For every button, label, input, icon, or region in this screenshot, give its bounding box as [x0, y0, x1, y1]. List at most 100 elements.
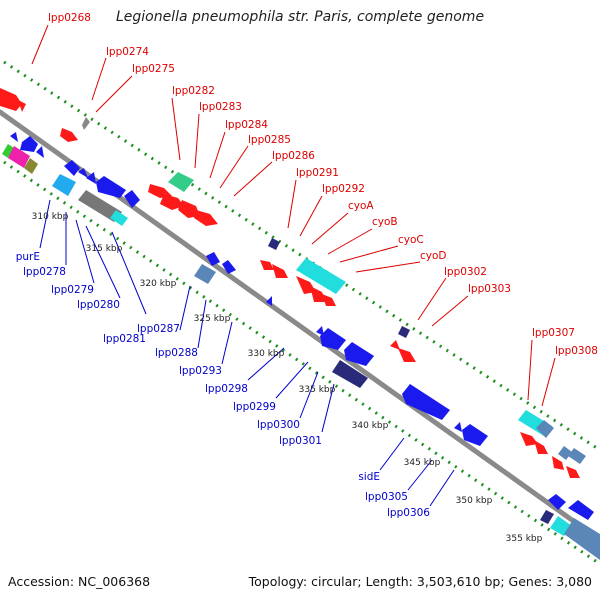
forward-gene-label: lpp0283 [199, 101, 242, 113]
reverse-gene-label: lpp0280 [77, 299, 120, 311]
reverse-gene-label: lpp0278 [23, 266, 66, 278]
gene-arrow [178, 200, 200, 218]
gene-arrow [402, 384, 450, 420]
reverse-gene-label: lpp0301 [279, 435, 322, 447]
reverse-gene-label: lpp0279 [51, 284, 94, 296]
forward-gene-label: lpp0307 [532, 327, 575, 339]
gene-arrow [552, 456, 564, 470]
gene-arrow [568, 500, 594, 520]
top-leader-lines [31, 24, 556, 407]
gene-arrow [266, 296, 272, 306]
gene-block [110, 210, 128, 226]
reverse-gene-label: sidE [358, 471, 380, 483]
forward-gene-label: lpp0291 [296, 167, 339, 179]
gene-block [194, 264, 216, 284]
gene-arrow [322, 294, 336, 306]
gene-block [268, 238, 280, 250]
reverse-gene-label: lpp0298 [205, 383, 248, 395]
gene-arrow [160, 194, 184, 210]
gene-arrow [206, 252, 220, 266]
gene-arrow [78, 168, 88, 178]
gene-arrow [344, 342, 374, 366]
gene-arrow [454, 422, 462, 432]
reverse-gene-label: lpp0305 [365, 491, 408, 503]
forward-gene-label: lpp0286 [272, 150, 315, 162]
gene-block [568, 448, 586, 464]
gene-block [168, 172, 194, 192]
gene-arrow [82, 117, 90, 130]
scale-label: 340 kbp [352, 421, 389, 431]
gene-arrow [124, 190, 140, 208]
gene-block [78, 190, 122, 222]
forward-gene-label: lpp0284 [225, 119, 268, 131]
gene-arrow [10, 132, 18, 142]
gene-block [540, 510, 554, 524]
gene-block [558, 446, 572, 460]
gene-arrow [548, 494, 566, 510]
scale-label: 350 kbp [456, 496, 493, 506]
scale-label: 325 kbp [194, 314, 231, 324]
gene-arrow [310, 286, 326, 302]
forward-gene-label: cyoB [372, 216, 398, 228]
gene-block [296, 258, 346, 294]
gene-arrow [20, 136, 38, 152]
gene-arrow [566, 466, 580, 478]
gene-arrow [148, 184, 172, 198]
gene-arrow [520, 432, 538, 446]
forward-gene-label: cyoD [420, 250, 447, 262]
gene-block [24, 158, 38, 174]
forward-gene-label: lpp0282 [172, 85, 215, 97]
scale-label: 345 kbp [404, 458, 441, 468]
gene-arrow [320, 328, 346, 350]
reverse-strand-genes [2, 132, 600, 560]
scale-label: 335 kbp [299, 385, 336, 395]
gene-arrow [272, 264, 288, 278]
gene-arrow [260, 260, 274, 270]
bottom-leader-lines [39, 199, 455, 507]
map-title: Legionella pneumophila str. Paris, compl… [115, 9, 485, 25]
gene-arrow [462, 424, 488, 446]
reverse-gene-label: lpp0287 [137, 323, 180, 335]
reverse-gene-label: lpp0293 [179, 365, 222, 377]
scale-label: 355 kbp [506, 534, 543, 544]
gene-arrow [18, 100, 26, 112]
gene-block [564, 518, 600, 560]
gene-arrow [398, 348, 416, 362]
gene-block [332, 360, 368, 388]
reverse-gene-label: lpp0281 [103, 333, 146, 345]
gene-arrow [86, 172, 96, 184]
scale-labels: 310 kbp 315 kbp 320 kbp 325 kbp 330 kbp 335 k… [32, 212, 543, 544]
forward-gene-label: lpp0302 [444, 266, 487, 278]
gene-arrow [534, 440, 548, 454]
gene-arrow [36, 146, 44, 158]
forward-gene-label: lpp0303 [468, 283, 511, 295]
forward-gene-label: lpp0274 [106, 46, 149, 58]
forward-gene-label: lpp0268 [48, 12, 91, 24]
forward-gene-label: lpp0292 [322, 183, 365, 195]
forward-gene-label: cyoA [348, 200, 374, 212]
gene-block [52, 174, 76, 196]
reverse-gene-label: lpp0299 [233, 401, 276, 413]
gene-arrow [96, 176, 126, 198]
scale-label: 310 kbp [32, 212, 69, 222]
gene-block [536, 420, 554, 438]
reverse-gene-label: lpp0300 [257, 419, 300, 431]
gene-block [8, 146, 30, 168]
scale-label: 330 kbp [248, 349, 285, 359]
forward-gene-label: lpp0308 [555, 345, 598, 357]
forward-gene-label: lpp0285 [248, 134, 291, 146]
forward-strand-genes [0, 88, 586, 478]
reverse-gene-label: purE [16, 251, 40, 263]
gene-block [2, 144, 14, 158]
tick-guides [3, 60, 600, 566]
accession-label: Accession: NC_006368 [8, 574, 151, 589]
reverse-gene-label: lpp0306 [387, 507, 430, 519]
forward-gene-label: cyoC [398, 234, 424, 246]
scale-label: 315 kbp [86, 244, 123, 254]
scale-label: 320 kbp [140, 279, 177, 289]
reverse-gene-label: lpp0288 [155, 347, 198, 359]
gene-arrow [64, 160, 80, 176]
gene-arrow [60, 128, 78, 142]
